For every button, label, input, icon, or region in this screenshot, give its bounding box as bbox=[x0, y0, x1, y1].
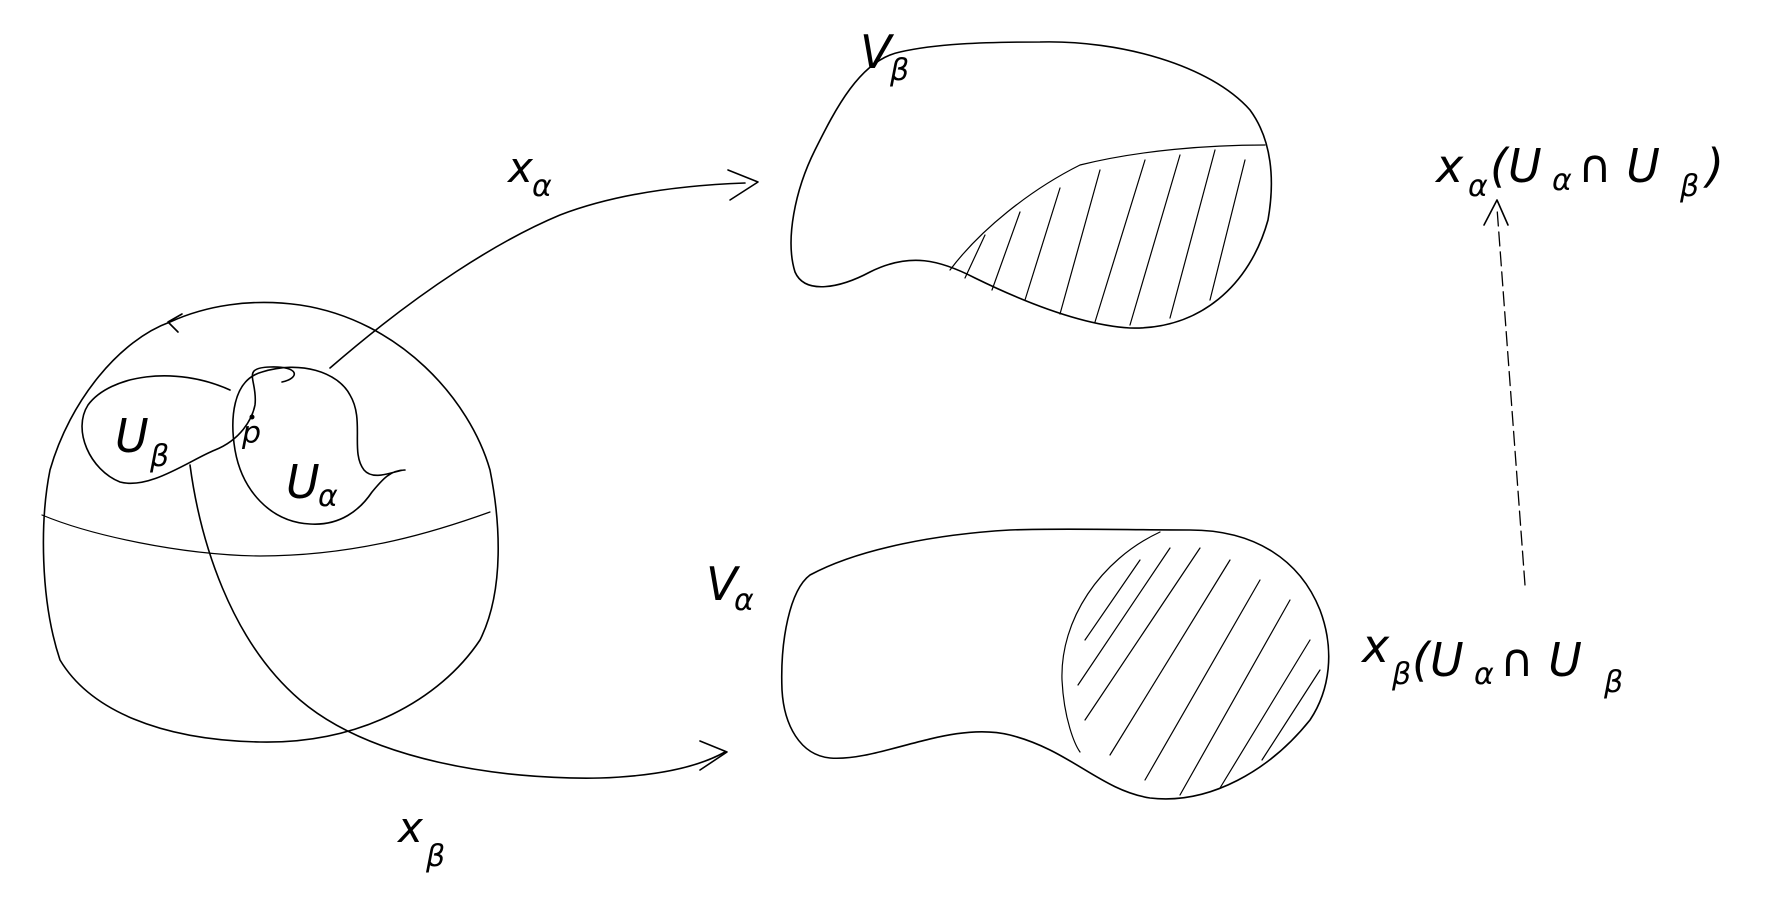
u-beta-region bbox=[81, 366, 295, 485]
v-beta-hatching bbox=[964, 149, 1246, 326]
label-x-beta-sub: β bbox=[425, 839, 445, 874]
top-right-cap-u: ∩ U bbox=[1578, 139, 1660, 193]
label-x-alpha-sub: α bbox=[532, 169, 552, 204]
top-right-u-sub-beta: β bbox=[1679, 169, 1699, 204]
label-u-beta: U bbox=[115, 409, 149, 463]
bottom-right-u-sub-beta: β bbox=[1603, 665, 1623, 700]
u-alpha-region bbox=[232, 366, 406, 525]
top-right-u-sub-alpha: α bbox=[1552, 163, 1572, 198]
v-beta-overlap-boundary bbox=[949, 144, 1266, 271]
label-x-beta: x bbox=[396, 803, 424, 852]
bottom-right-x-sub: β bbox=[1391, 657, 1411, 692]
top-right-x: x bbox=[1434, 139, 1464, 193]
label-u-alpha-sub: α bbox=[318, 479, 338, 514]
v-alpha-outline bbox=[780, 528, 1330, 800]
v-alpha-overlap-boundary bbox=[1061, 531, 1161, 753]
label-v-beta: V bbox=[860, 25, 895, 79]
sphere-equator bbox=[41, 511, 491, 557]
manifold-sphere bbox=[41, 301, 499, 743]
bottom-right-x: x bbox=[1360, 619, 1390, 673]
sphere-outline bbox=[42, 301, 499, 743]
label-image-in-v-alpha: x β (U α ∩ U β bbox=[1360, 619, 1623, 700]
label-v-alpha-sub: α bbox=[734, 583, 754, 618]
label-u-beta-sub: β bbox=[149, 439, 169, 474]
transition-arrowhead bbox=[1483, 199, 1509, 226]
bottom-right-open-u: (U bbox=[1412, 633, 1464, 687]
map-x-alpha-arrow bbox=[329, 182, 746, 369]
label-x-alpha: x bbox=[506, 143, 534, 192]
label-image-in-v-beta: x α (U α ∩ U β ) bbox=[1434, 139, 1724, 204]
map-x-beta-arrow bbox=[189, 464, 726, 779]
label-v-beta-sub: β bbox=[889, 53, 909, 88]
label-u-alpha: U bbox=[286, 455, 320, 509]
transition-arrow-shaft bbox=[1496, 207, 1526, 586]
top-right-x-sub: α bbox=[1468, 169, 1488, 204]
map-x-alpha-arrowhead bbox=[727, 169, 759, 201]
point-p-dot bbox=[249, 414, 255, 420]
v-beta-outline bbox=[790, 41, 1273, 329]
top-right-open-u: (U bbox=[1490, 139, 1542, 193]
sphere-top-arrow bbox=[167, 313, 183, 333]
top-right-close-paren: ) bbox=[1703, 139, 1724, 193]
v-beta-set bbox=[790, 41, 1273, 329]
bottom-right-cap-u: ∩ U bbox=[1500, 633, 1582, 687]
map-x-beta-arrowhead bbox=[699, 740, 728, 771]
v-alpha-hatching bbox=[1077, 547, 1321, 796]
v-alpha-set bbox=[780, 528, 1330, 800]
bottom-right-u-sub-alpha: α bbox=[1474, 657, 1494, 692]
label-v-alpha: V bbox=[706, 557, 741, 611]
label-point-p: p bbox=[241, 416, 261, 451]
